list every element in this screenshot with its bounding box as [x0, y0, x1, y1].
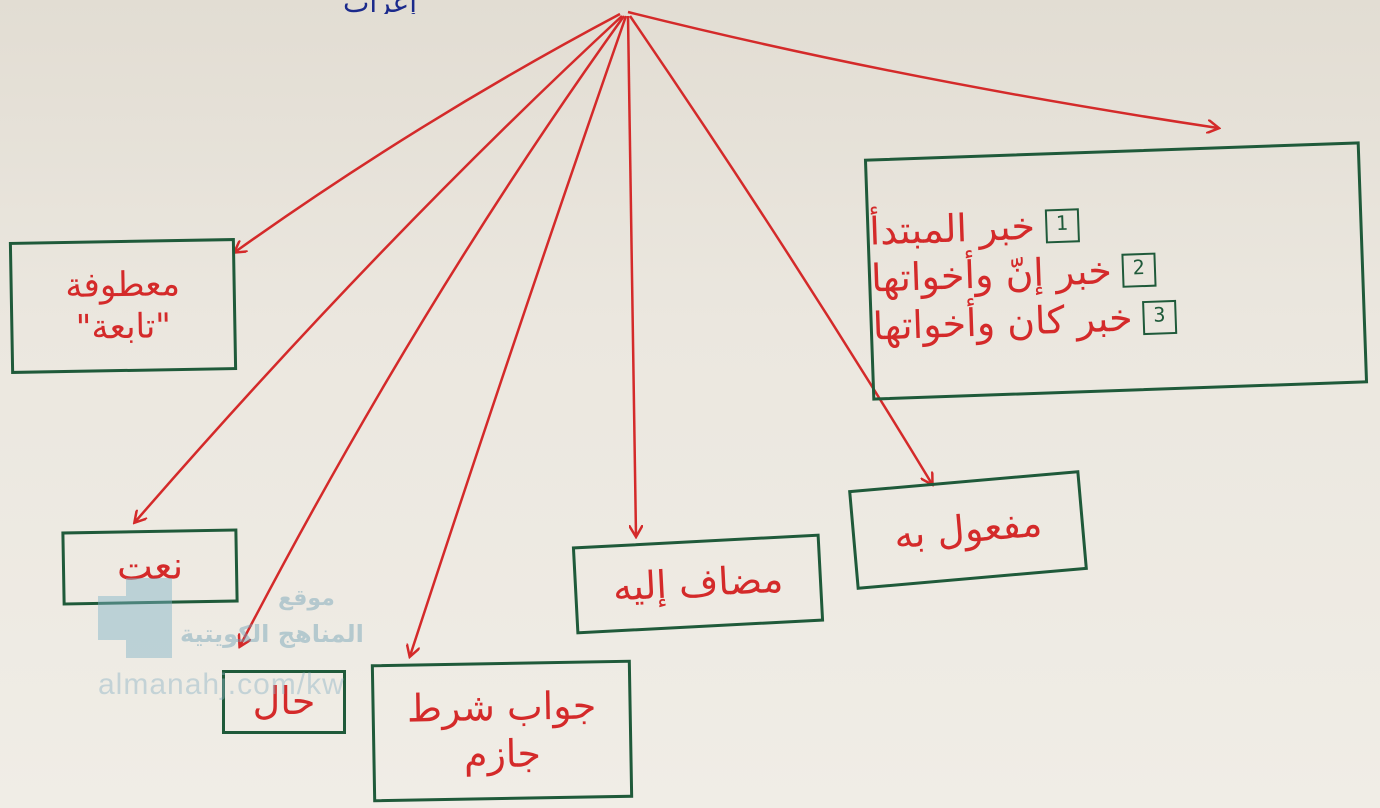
haal-label: حال — [252, 679, 316, 724]
arrow-to-haal — [240, 15, 626, 646]
maatoofa-line1: معطوفة — [65, 263, 181, 306]
khabar-item-text: خبر كان وأخواتها — [872, 295, 1134, 349]
watermark: موقع المناهج الكويتية almanahj.com/kw — [98, 578, 398, 708]
khabar-item-text: خبر المبتدأ — [868, 203, 1036, 254]
maatoofa-line2: "تابعة" — [75, 306, 172, 348]
arrow-to-naat — [135, 15, 623, 522]
watermark-url: almanahj.com/kw — [98, 668, 345, 701]
mafool-box: مفعول به — [848, 470, 1088, 590]
khabar-item-1: 1 خبر المبتدأ — [869, 201, 1080, 256]
khabar-box: 1 خبر المبتدأ 2 خبر إنّ وأخواتها 3 خبر ك… — [863, 141, 1369, 401]
title-fragment: إعراب — [230, 0, 530, 14]
watermark-logo-shape — [126, 578, 172, 658]
arrow-to-mafool — [628, 15, 932, 484]
jawab-box: جواب شرط جازم — [370, 659, 634, 803]
watermark-logo-shape — [98, 596, 172, 640]
jawab-line2: جازم — [463, 731, 542, 777]
khabar-item-text: خبر إنّ وأخواتها — [870, 248, 1113, 301]
number-badge: 2 — [1121, 252, 1157, 288]
watermark-line2: المناهج الكويتية — [180, 620, 364, 648]
arrow-to-mudaf — [626, 15, 636, 536]
mudaf-box: مضاف إليه — [571, 533, 825, 635]
number-badge: 1 — [1044, 207, 1080, 243]
jawab-line1: جواب شرط — [406, 682, 597, 731]
watermark-line1: موقع — [278, 586, 335, 611]
arrow-to-maatoofa — [235, 12, 621, 252]
haal-box: حال — [222, 670, 346, 734]
arrow-to-jawab — [410, 15, 628, 656]
arrow-to-khabar — [627, 10, 1218, 128]
number-badge: 3 — [1141, 299, 1178, 335]
khabar-item-3: 3 خبر كان وأخواتها — [872, 293, 1178, 351]
mudaf-label: مضاف إليه — [611, 556, 785, 610]
mafool-label: مفعول به — [892, 500, 1044, 558]
maatoofa-box: معطوفة "تابعة" — [8, 238, 238, 374]
